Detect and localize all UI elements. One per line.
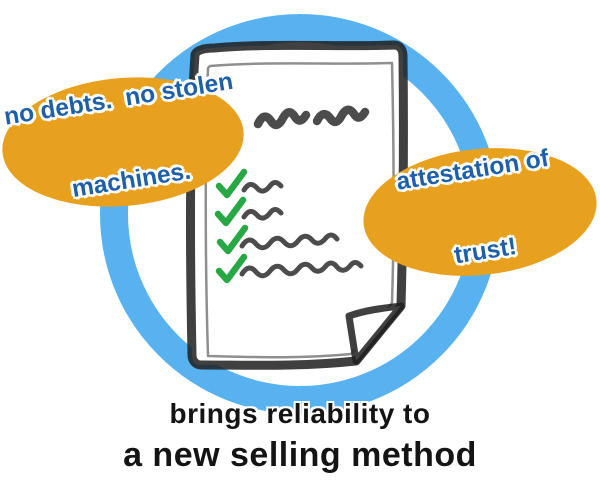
checkmark-icon (216, 224, 249, 255)
scribble-text-line (241, 180, 284, 194)
speech-bubble-right (363, 148, 597, 276)
bubble-left-line-2: machines. (70, 157, 193, 204)
checkmark-icon (215, 168, 248, 199)
scribble-text-line (239, 232, 340, 251)
page-fold-icon (345, 302, 405, 365)
document-title-scribble (253, 105, 370, 130)
bubble-right-line-2: trust! (452, 233, 519, 270)
scribble-text-line (241, 207, 284, 221)
checkmark-icon (215, 253, 248, 284)
bubble-left-text: no debts. no stolen machines. (0, 14, 256, 267)
bubble-left-line-1: no debts. no stolen (2, 67, 235, 131)
scribble-text-line (239, 260, 364, 279)
speech-bubble-left (2, 77, 244, 207)
caption-line-2: a new selling method (123, 436, 477, 474)
checkmark-icon (214, 196, 247, 227)
certificate-document (185, 40, 408, 370)
caption-line-1: brings reliability to (169, 398, 431, 429)
bubble-right-line-1: attestation of (394, 144, 551, 196)
